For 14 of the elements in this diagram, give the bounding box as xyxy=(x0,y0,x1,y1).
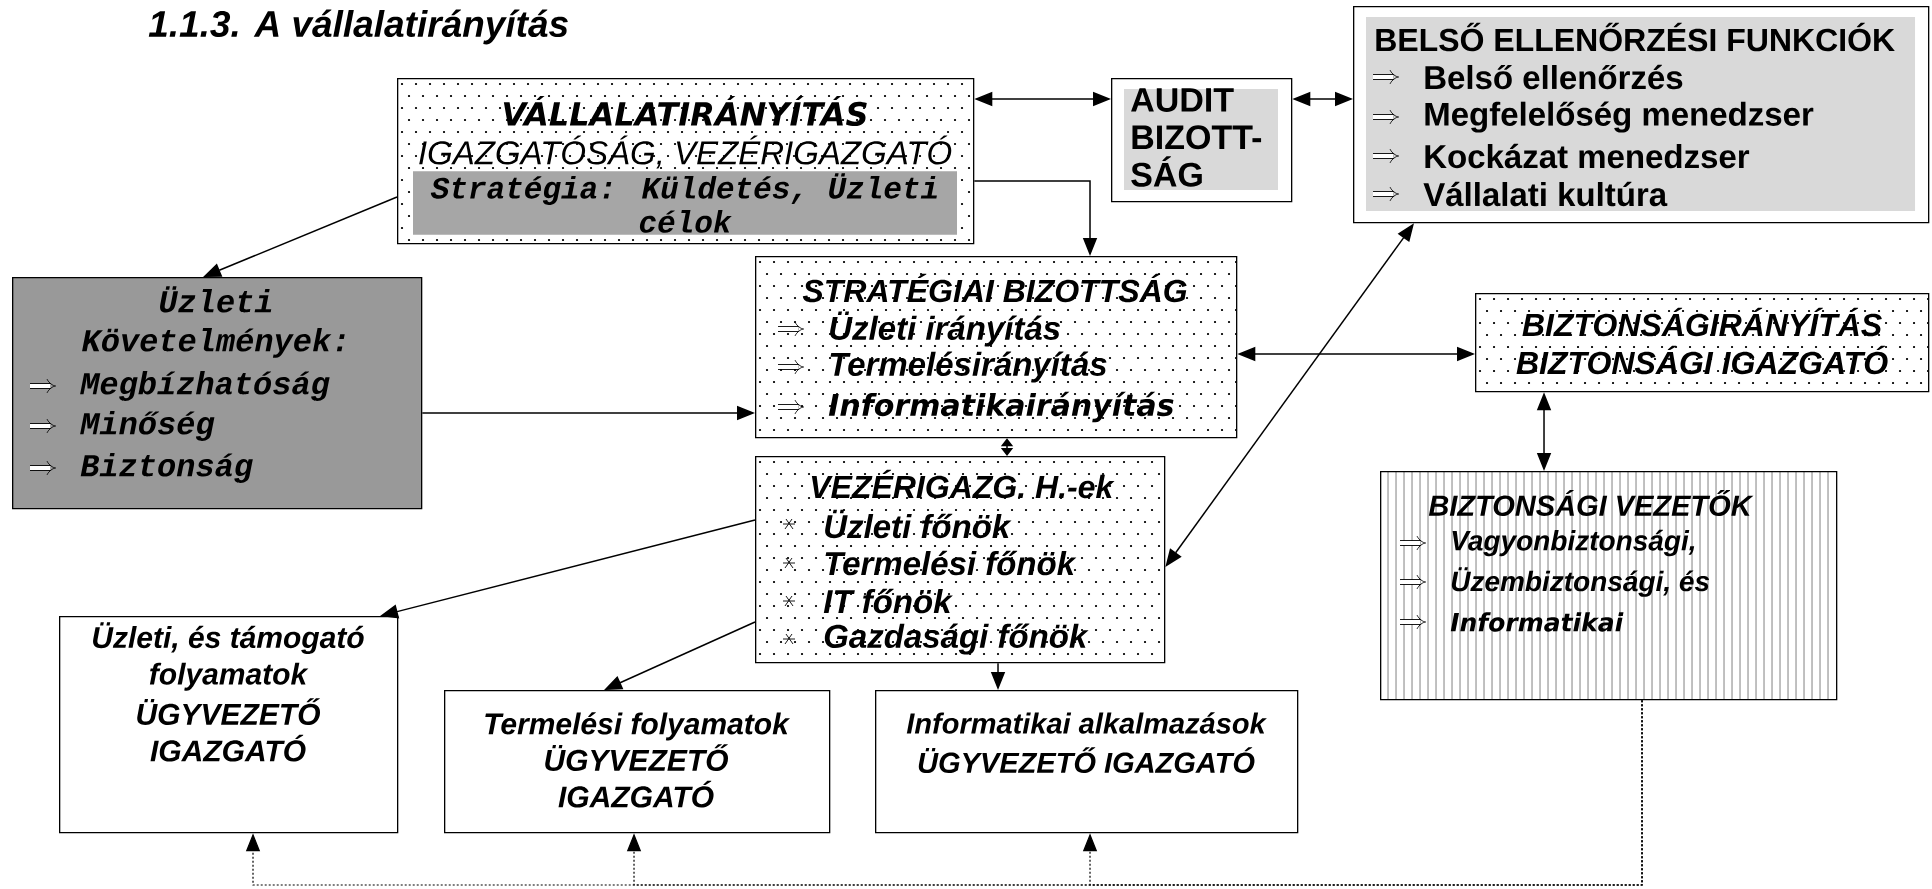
process-box: Termelési folyamatok ÜGYVEZETŐ IGAZGATÓ xyxy=(444,690,831,834)
manager-list-box: VEZÉRIGAZG. H.-ek Üzleti főnök Termelési főnök IT főnök Gazdasági főnök xyxy=(755,456,1166,664)
security-box: BIZTONSÁGIRÁNYÍTÁS BIZTONSÁGI IGAZGATÓ xyxy=(1475,293,1930,393)
heading: 1.1.3. A vállalatirányítás xyxy=(148,9,568,45)
process-box: Informatikai alkalmazások ÜGYVEZETŐ IGAZGATÓ xyxy=(875,690,1299,834)
committee-box: STRATÉGIAI BIZOTTSÁG Üzleti irányítás Termelésirányítás Informatikairányítás xyxy=(755,256,1238,439)
dotted-arrow xyxy=(1082,699,1643,886)
management-box: VÁLLALATIRÁNYÍTÁS IGAZGATÓSÁG, VEZÉRIGAZGATÓ Stratégia: Küldetés, Üzleti célok xyxy=(397,78,975,245)
arrow xyxy=(1000,438,1014,456)
function-list-box: BELSŐ ELLENŐRZÉSI FUNKCIÓK Belső ellenőrzés Megfelelőség menedzser Kockázat menedzser Vállalati kultúra xyxy=(1353,6,1930,224)
process-box: Üzleti, és támogató folyamatok ÜGYVEZETŐ IGAZGATÓ xyxy=(59,616,399,834)
security-leaders-box: BIZTONSÁGI VEZETŐK Vagyonbiztonsági, Üzembiztonsági, és Informatikai xyxy=(1380,470,1838,701)
committee-box: AUDIT BIZOTT-SÁG xyxy=(1111,78,1293,203)
requirements-box: Üzleti Követelmények: Megbízhatóság Minőség Biztonság xyxy=(12,277,423,510)
